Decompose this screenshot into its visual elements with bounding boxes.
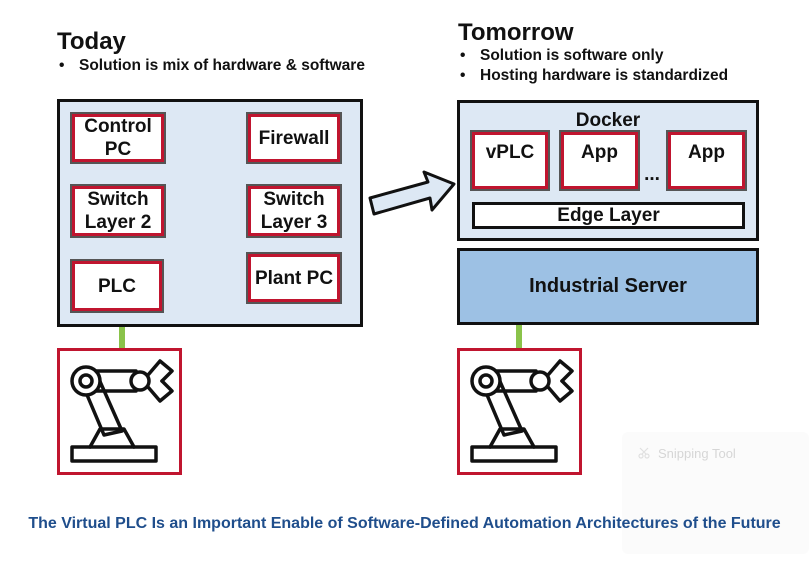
switch-layer2-label: Switch Layer 2 (84, 189, 152, 233)
switch-layer3-label: Switch Layer 3 (260, 189, 328, 233)
firewall-label: Firewall (258, 127, 330, 149)
industrial-server-label: Industrial Server (529, 275, 687, 297)
edge-layer-label: Edge Layer (557, 204, 660, 226)
snipping-tool-overlay (622, 432, 809, 554)
firewall-box: Firewall (246, 112, 342, 164)
robot-arm-icon (70, 359, 174, 463)
plc-label: PLC (98, 275, 136, 297)
industrial-server-panel: Industrial Server (457, 248, 759, 325)
today-bullet-1: Solution is mix of hardware & software (59, 56, 365, 76)
tomorrow-connector-line (516, 325, 522, 349)
control-pc-label: Control PC (84, 116, 152, 160)
plant-pc-box: Plant PC (246, 252, 342, 304)
tomorrow-bullet-2: Hosting hardware is standardized (460, 66, 728, 86)
edge-layer-bar: Edge Layer (472, 202, 745, 229)
app-label-2: App (688, 142, 725, 163)
today-connector-line (119, 327, 125, 349)
tomorrow-bullet-list: Solution is software only Hosting hardwa… (460, 46, 728, 86)
plant-pc-label: Plant PC (254, 267, 334, 289)
control-pc-box: Control PC (70, 112, 166, 164)
robot-arm-icon (470, 359, 574, 463)
tomorrow-heading: Tomorrow (458, 19, 574, 46)
snipping-tool-label: Snipping Tool (658, 446, 736, 461)
docker-label: Docker (575, 110, 641, 131)
figure-caption: The Virtual PLC Is an Important Enable o… (28, 515, 781, 532)
vplc-label: vPLC (485, 142, 535, 163)
app-box-1: App (559, 130, 640, 191)
tomorrow-bullet-1: Solution is software only (460, 46, 728, 66)
tomorrow-robot-box (457, 348, 582, 475)
today-bullet-list: Solution is mix of hardware & software (59, 56, 365, 76)
today-heading: Today (57, 28, 126, 55)
app-ellipsis: ... (644, 164, 660, 185)
plc-box: PLC (70, 259, 164, 313)
scissors-icon (638, 447, 650, 459)
vplc-box: vPLC (470, 130, 550, 191)
switch-layer3-box: Switch Layer 3 (246, 184, 342, 238)
switch-layer2-box: Switch Layer 2 (70, 184, 166, 238)
today-robot-box (57, 348, 182, 475)
transition-arrow-icon (368, 170, 456, 216)
app-label-1: App (581, 142, 618, 163)
app-box-2: App (666, 130, 747, 191)
